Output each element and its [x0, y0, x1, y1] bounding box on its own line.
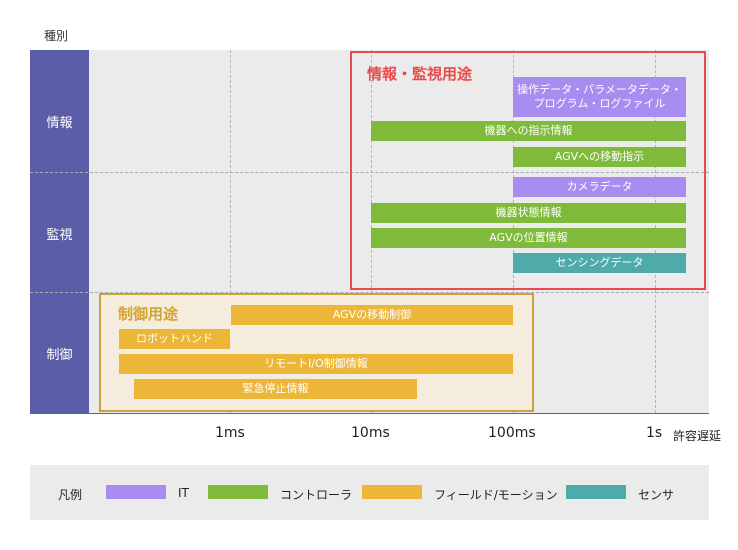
info-monitor-group-box	[350, 51, 706, 290]
legend-swatch-field	[362, 485, 422, 499]
legend-title: 凡例	[58, 488, 83, 502]
bar-robot-hand: ロボットハンド	[119, 329, 230, 349]
bar-label: AGVへの移動指示	[554, 150, 645, 163]
category-info: 情報	[46, 116, 73, 131]
x-axis-title: 許容遅延	[673, 429, 722, 443]
bar-label: 緊急停止情報	[242, 382, 309, 395]
bar-device-status: 機器状態情報	[371, 203, 686, 223]
bar-remote-io: リモートI/O制御情報	[119, 354, 513, 374]
legend-label-controller: コントローラ	[280, 488, 353, 502]
x-tick-10ms: 10ms	[351, 425, 390, 441]
bar-label: プログラム・ログファイル	[533, 97, 666, 110]
bar-operation-data: 操作データ・パラメータデータ・ プログラム・ログファイル	[513, 77, 686, 117]
category-control: 制御	[46, 348, 73, 363]
bar-device-instruction: 機器への指示情報	[371, 121, 686, 141]
y-axis-title: 種別	[44, 29, 69, 43]
legend-label-field: フィールド/モーション	[434, 488, 558, 502]
bar-label: AGVの位置情報	[489, 231, 568, 244]
legend-swatch-it	[106, 485, 166, 499]
legend-label-sensor: センサ	[638, 488, 675, 502]
bar-emergency-stop: 緊急停止情報	[134, 379, 417, 399]
bar-label: リモートI/O制御情報	[264, 357, 368, 370]
x-tick-1s: 1s	[646, 425, 663, 441]
x-axis	[30, 413, 709, 414]
bar-label: AGVの移動制御	[332, 308, 412, 321]
legend-label-it: IT	[178, 486, 189, 500]
row-separator	[30, 292, 709, 293]
info-monitor-group-title: 情報・監視用途	[367, 65, 473, 83]
legend-swatch-sensor	[566, 485, 626, 499]
bar-label: 機器への指示情報	[484, 124, 573, 137]
gridline-1ms	[230, 50, 231, 413]
bar-sensing-data: センシングデータ	[513, 253, 686, 273]
row-separator	[30, 172, 709, 173]
bar-label: カメラデータ	[566, 180, 633, 193]
legend-swatch-controller	[208, 485, 268, 499]
bar-agv-position: AGVの位置情報	[371, 228, 686, 248]
x-tick-1ms: 1ms	[215, 425, 245, 441]
bar-label: ロボットハンド	[136, 332, 213, 345]
category-column	[30, 50, 89, 413]
bar-camera-data: カメラデータ	[513, 177, 686, 197]
bar-agv-move-control: AGVの移動制御	[231, 305, 513, 325]
bar-label: 機器状態情報	[495, 206, 562, 219]
control-group-title: 制御用途	[118, 305, 179, 323]
bar-label: 操作データ・パラメータデータ・	[517, 83, 682, 96]
bar-label: センシングデータ	[555, 256, 644, 269]
bar-agv-move-instruction: AGVへの移動指示	[513, 147, 686, 167]
category-monitor: 監視	[46, 228, 73, 243]
x-tick-100ms: 100ms	[488, 425, 536, 441]
